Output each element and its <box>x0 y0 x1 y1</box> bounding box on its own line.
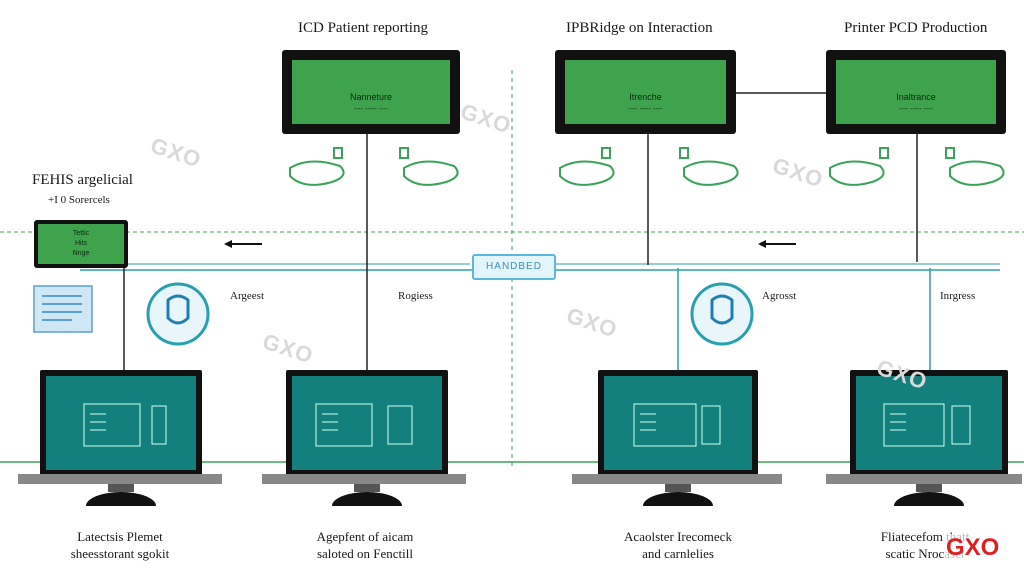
desk-base <box>826 474 1022 484</box>
desk-base <box>262 474 466 484</box>
flow-label-2: Rogiess <box>398 290 433 302</box>
router-icon-6 <box>945 147 1005 186</box>
monitor-subtext: ---- ----- ---- <box>628 106 663 113</box>
screen-graphic <box>83 403 167 447</box>
caption-line: Acaolster Irecomeck <box>624 529 732 544</box>
router-icon-3 <box>559 147 615 186</box>
shield-icon <box>146 282 210 346</box>
left-panel-subtitle: +I 0 Sorercels <box>48 194 110 206</box>
router-icon-1 <box>289 147 345 186</box>
caption-line: saloted on Fenctill <box>316 546 414 561</box>
router-icon-4 <box>679 147 739 186</box>
caption-line: Latectsis Plemet <box>77 529 163 544</box>
monitor-foot <box>332 492 402 506</box>
desk-base <box>572 474 782 484</box>
screen-graphic <box>883 403 971 447</box>
document-icon <box>33 285 93 333</box>
screen-graphic <box>633 403 721 447</box>
workstation-screen <box>856 376 1002 470</box>
router-icon-5 <box>829 147 889 186</box>
caption-line: Agepfent of aicam <box>316 529 414 544</box>
top-title-3: Printer PCD Production <box>844 20 988 36</box>
caption-line: sheesstorant sgokit <box>70 546 170 561</box>
top-monitor-3: Inaltrance ---- ----- ---- <box>826 50 1006 134</box>
workstation-2 <box>286 370 448 476</box>
monitor-foot <box>86 492 156 506</box>
top-title-2: IPBRidge on Interaction <box>566 20 713 36</box>
monitor-subtext: ---- ----- ---- <box>898 106 934 113</box>
workstation-screen <box>46 376 196 470</box>
status-line: Hits <box>74 240 88 247</box>
monitor-text: Nanneture <box>349 92 393 102</box>
monitor-foot <box>643 492 713 506</box>
flow-label-3: Agrosst <box>762 290 797 302</box>
status-line: Nnge <box>72 250 90 257</box>
flow-label-4: Inrgress <box>940 290 976 302</box>
router-icon-2 <box>399 147 459 186</box>
shield-icon <box>690 282 754 346</box>
monitor-screen: Itrenche ---- ----- ---- <box>565 60 726 124</box>
top-monitor-2: Itrenche ---- ----- ---- <box>555 50 736 134</box>
monitor-foot <box>894 492 964 506</box>
left-status-box: Tettic Hits Nnge <box>34 220 128 268</box>
left-panel-title: FEHIS argelicial <box>32 172 133 188</box>
top-title-1: ICD Patient reporting <box>298 20 428 36</box>
network-hub: HANDBED <box>472 254 556 280</box>
monitor-screen: Nanneture ---- ----- ---- <box>292 60 450 124</box>
arrow-left <box>224 240 262 248</box>
monitor-text: Inaltrance <box>896 92 936 102</box>
status-screen: Tettic Hits Nnge <box>38 224 124 264</box>
desk-base <box>18 474 222 484</box>
workstation-1 <box>40 370 202 476</box>
workstation-4 <box>850 370 1008 476</box>
workstation-screen <box>604 376 752 470</box>
status-line: Tettic <box>72 230 90 237</box>
workstation-caption-3: Acaolster Irecomeck and carnlelies <box>578 528 778 562</box>
monitor-subtext: ---- ----- ---- <box>353 106 389 113</box>
workstation-caption-2: Agepfent of aicam saloted on Fenctill <box>265 528 465 562</box>
workstation-3 <box>598 370 758 476</box>
screen-graphic <box>315 403 413 447</box>
workstation-caption-1: Latectsis Plemet sheesstorant sgokit <box>20 528 220 562</box>
top-monitor-1: Nanneture ---- ----- ---- <box>282 50 460 134</box>
flow-label-1: Argeest <box>230 290 265 302</box>
monitor-screen: Inaltrance ---- ----- ---- <box>836 60 996 124</box>
corner-watermark: GXO <box>944 534 1002 562</box>
workstation-screen <box>292 376 442 470</box>
monitor-text: Itrenche <box>629 92 662 102</box>
caption-line: and carnlelies <box>642 546 714 561</box>
arrow-right <box>758 240 796 248</box>
